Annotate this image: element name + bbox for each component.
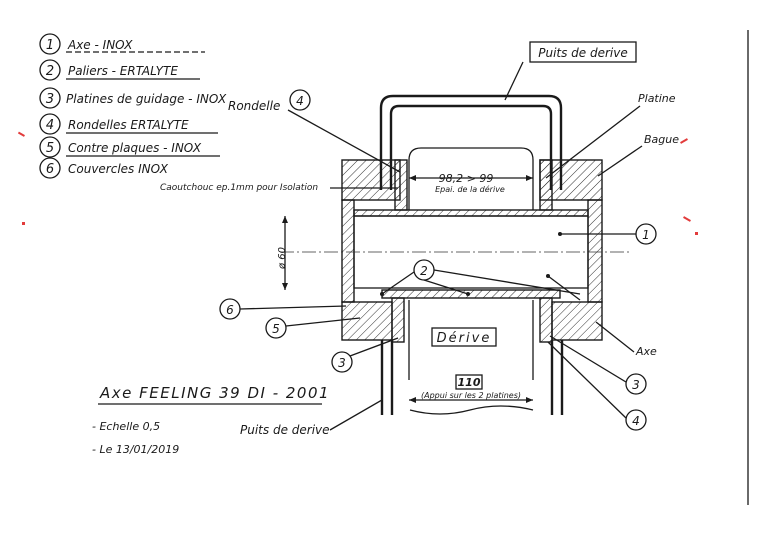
svg-text:5: 5	[272, 322, 280, 336]
puits-top-box	[529, 41, 637, 63]
legend-bubble-3	[39, 87, 61, 109]
break-line	[409, 405, 534, 415]
right-couvercle	[587, 199, 603, 303]
puits-tube-bottom	[380, 340, 564, 415]
bushing-top	[353, 209, 589, 217]
svg-text:2: 2	[420, 264, 428, 278]
callout-3-right	[625, 373, 647, 395]
callout-3-left	[331, 351, 353, 373]
legend-text-4: Rondelles ERTALYTE	[68, 118, 189, 132]
label-platine: Platine	[638, 92, 676, 105]
leader-axe	[595, 321, 635, 353]
callout-5	[265, 317, 287, 339]
red-marks	[17, 131, 698, 235]
dim-110-box	[455, 374, 483, 390]
legend-text-5: Contre plaques - INOX	[68, 141, 202, 155]
svg-text:4: 4	[296, 94, 304, 108]
label-puits-top: Puits de derive	[538, 46, 628, 60]
leader-platine	[545, 105, 641, 179]
left-lower-block	[341, 301, 393, 341]
left-platine-bottom	[391, 297, 405, 343]
leader-3-left	[349, 337, 399, 357]
legend-bubble-4	[39, 113, 61, 135]
derive-upper	[408, 147, 534, 210]
right-platine-top	[539, 159, 553, 211]
leader-4-bottom	[547, 341, 627, 419]
label-dim-110: 110	[458, 376, 481, 389]
label-epai: Epai. de la dérive	[435, 184, 505, 194]
legend-bubble-5	[39, 136, 61, 158]
leader-bague	[597, 145, 643, 177]
legend-num-2: 2	[46, 64, 54, 79]
label-diameter: ø 60	[277, 247, 288, 270]
legend-text-6: Couvercles INOX	[68, 162, 169, 176]
callout-4-top	[289, 89, 311, 111]
drawing-title: Axe FEELING 39 DI - 2001	[99, 384, 330, 402]
svg-text:4: 4	[632, 414, 640, 428]
drawing-date: - Le 13/01/2019	[92, 443, 179, 456]
label-puits-bottom: Puits de derive	[240, 423, 330, 437]
legend-num-3: 3	[46, 92, 54, 107]
label-appui: (Appui sur les 2 platines)	[421, 391, 521, 400]
legend-num-4: 4	[46, 118, 54, 133]
legend-text-3: Platines de guidage - INOX	[66, 92, 227, 106]
legend-text-2: Paliers - ERTALYTE	[68, 64, 178, 78]
label-bague: Bague	[644, 133, 679, 146]
legend-bubble-1	[39, 33, 61, 55]
label-axe: Axe	[635, 345, 657, 358]
puits-tube-top	[379, 94, 563, 190]
right-lower-block	[551, 301, 603, 341]
right-platine-bottom	[539, 297, 553, 343]
legend-num-6: 6	[46, 162, 54, 177]
legend: 1 Axe - INOX 2 Paliers - ERTALYTE 3 Plat…	[39, 33, 227, 179]
legend-bubble-6	[39, 157, 61, 179]
left-upper-block	[341, 159, 401, 201]
legend-text-1: Axe - INOX	[67, 38, 133, 52]
left-couvercle	[341, 199, 355, 303]
derive-lower	[408, 300, 534, 380]
label-caoutchouc: Caoutchouc ep.1mm pour Isolation	[160, 183, 318, 193]
leader-3-right	[549, 335, 627, 383]
left-platine-top	[394, 159, 408, 211]
svg-text:1: 1	[642, 228, 650, 242]
callout-1	[635, 223, 657, 245]
drawing-scale: - Echelle 0,5	[92, 420, 160, 433]
leader-puits-top	[504, 61, 524, 101]
label-derive: Dérive	[437, 331, 492, 346]
bushing-bottom	[381, 289, 561, 299]
svg-text:3: 3	[632, 378, 640, 392]
leader-puits-bottom	[329, 399, 383, 431]
leader-6	[239, 305, 347, 310]
legend-bubble-2	[39, 59, 61, 81]
svg-text:3: 3	[338, 356, 346, 370]
legend-num-5: 5	[46, 141, 54, 156]
leader-5	[285, 317, 361, 327]
svg-text:6: 6	[226, 303, 234, 317]
derive-box	[431, 327, 497, 347]
callout-4-bottom	[625, 409, 647, 431]
legend-num-1: 1	[46, 38, 54, 53]
label-rondelle: Rondelle	[228, 99, 280, 113]
label-dim-width: 98,2 > 99	[439, 172, 494, 185]
